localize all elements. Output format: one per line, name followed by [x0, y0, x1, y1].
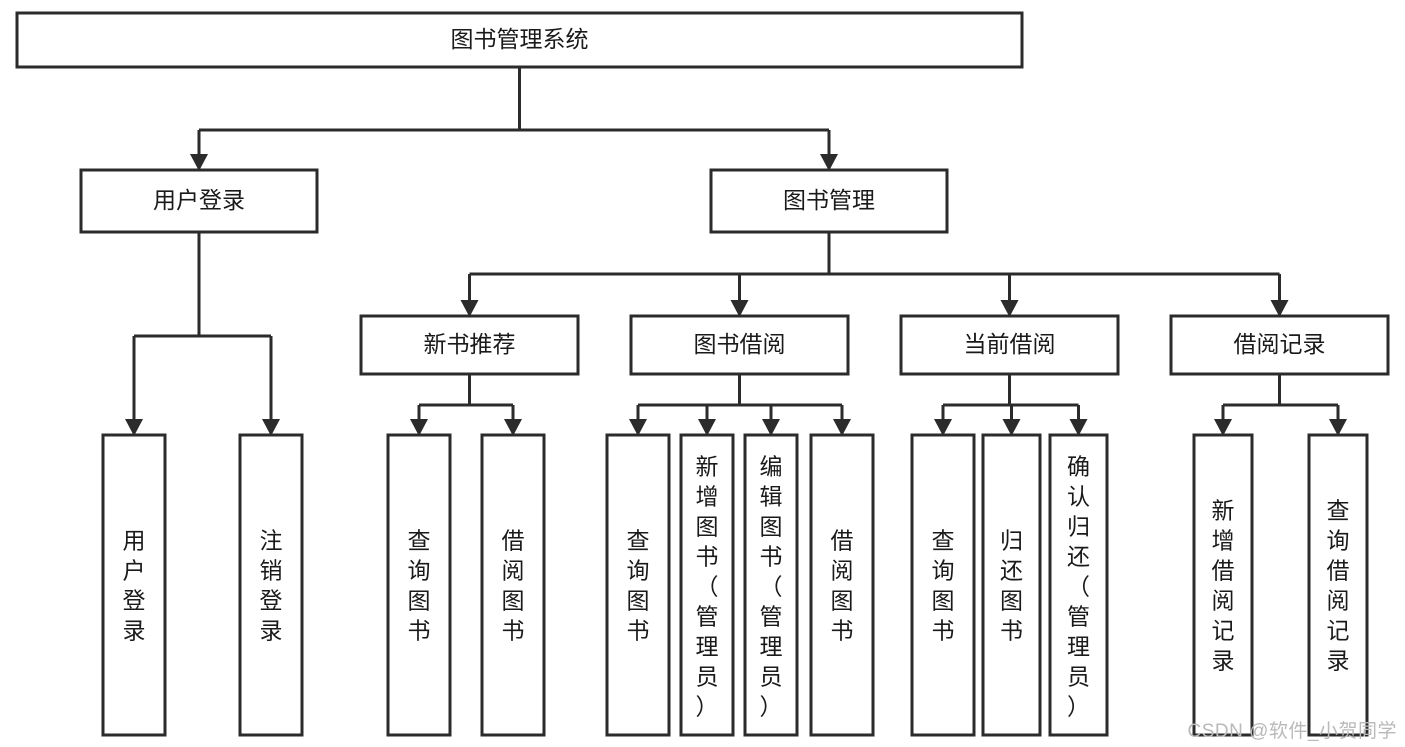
connector-lines-layer	[125, 67, 1347, 436]
node-box[interactable]	[101, 433, 167, 737]
node-leaf-logout[interactable]: 注销登录	[238, 433, 304, 737]
node-book-borrow[interactable]: 图书借阅	[629, 314, 850, 376]
node-label: 用户登录	[153, 187, 245, 213]
arrow-head-icon	[820, 154, 838, 171]
node-label: 图书借阅	[694, 331, 786, 357]
node-box[interactable]	[79, 168, 319, 234]
node-box[interactable]	[480, 433, 546, 737]
node-label: 查询图书	[627, 527, 650, 643]
node-label: 编辑图书（管理员）	[760, 453, 783, 719]
arrow-head-icon	[262, 419, 280, 436]
node-box[interactable]	[605, 433, 671, 737]
node-boxes-layer: 图书管理系统用户登录图书管理新书推荐图书借阅当前借阅借阅记录用户登录注销登录查询…	[15, 11, 1390, 737]
node-label: 新增图书（管理员）	[696, 453, 719, 719]
node-box[interactable]	[709, 168, 949, 234]
node-label: 新书推荐	[424, 331, 516, 357]
node-box[interactable]	[743, 433, 799, 737]
node-box[interactable]	[1307, 433, 1369, 737]
arrow-head-icon	[833, 419, 851, 436]
node-label: 图书管理系统	[451, 26, 589, 52]
connector-root-to-level2	[190, 67, 838, 171]
connector-borrow-to-leaves	[629, 374, 851, 436]
node-label: 借阅图书	[831, 527, 854, 643]
node-leaf-query-book-1[interactable]: 查询图书	[386, 433, 452, 737]
node-label: 确认归还（管理员）	[1067, 453, 1090, 719]
node-leaf-query-book-2[interactable]: 查询图书	[605, 433, 671, 737]
node-label: 当前借阅	[964, 331, 1056, 357]
connector-recommend-to-leaves	[410, 374, 522, 436]
node-box[interactable]	[359, 314, 580, 376]
arrow-head-icon	[934, 419, 952, 436]
node-leaf-query-book-3[interactable]: 查询图书	[910, 433, 976, 737]
arrow-head-icon	[460, 300, 479, 317]
node-borrow-record[interactable]: 借阅记录	[1169, 314, 1390, 376]
node-label: 归还图书	[1000, 527, 1023, 643]
arrow-head-icon	[190, 154, 208, 171]
node-new-book-recommend[interactable]: 新书推荐	[359, 314, 580, 376]
node-label: 图书管理	[783, 187, 875, 213]
node-leaf-borrow-book-2[interactable]: 借阅图书	[809, 433, 875, 737]
node-box[interactable]	[629, 314, 850, 376]
node-label: 注销登录	[260, 527, 283, 643]
node-box[interactable]	[15, 11, 1024, 69]
arrow-head-icon	[762, 419, 780, 436]
node-label: 借阅图书	[502, 527, 525, 643]
node-box[interactable]	[1192, 433, 1254, 737]
node-leaf-borrow-book-1[interactable]: 借阅图书	[480, 433, 546, 737]
arrow-head-icon	[698, 419, 716, 436]
node-user-login[interactable]: 用户登录	[79, 168, 319, 234]
node-book-manage[interactable]: 图书管理	[709, 168, 949, 234]
connector-current-to-leaves	[934, 374, 1088, 436]
node-leaf-return-book[interactable]: 归还图书	[981, 433, 1042, 737]
arrow-head-icon	[1329, 419, 1347, 436]
node-leaf-query-borrow-record[interactable]: 查询借阅记录	[1307, 433, 1369, 737]
connector-user-login-to-leaves	[125, 232, 280, 436]
node-leaf-edit-book-admin[interactable]: 编辑图书（管理员）	[743, 433, 799, 737]
node-box[interactable]	[238, 433, 304, 737]
arrow-head-icon	[1270, 300, 1289, 317]
node-box[interactable]	[981, 433, 1042, 737]
connector-record-to-leaves	[1214, 374, 1347, 436]
node-box[interactable]	[1169, 314, 1390, 376]
arrow-head-icon	[1069, 419, 1088, 436]
arrow-head-icon	[730, 300, 749, 317]
node-label: 查询图书	[408, 527, 431, 643]
node-box[interactable]	[899, 314, 1120, 376]
node-box[interactable]	[386, 433, 452, 737]
arrow-head-icon	[125, 419, 143, 436]
node-leaf-add-book-admin[interactable]: 新增图书（管理员）	[679, 433, 735, 737]
arrow-head-icon	[629, 419, 647, 436]
node-leaf-confirm-return-admin[interactable]: 确认归还（管理员）	[1048, 433, 1109, 737]
node-box[interactable]	[679, 433, 735, 737]
node-label: 新增借阅记录	[1212, 497, 1235, 673]
arrow-head-icon	[1000, 300, 1019, 317]
node-root[interactable]: 图书管理系统	[15, 11, 1024, 69]
node-leaf-user-login[interactable]: 用户登录	[101, 433, 167, 737]
node-box[interactable]	[1048, 433, 1109, 737]
node-box[interactable]	[809, 433, 875, 737]
arrow-head-icon	[1214, 419, 1232, 436]
node-label: 查询借阅记录	[1327, 497, 1350, 673]
node-label: 用户登录	[123, 527, 146, 643]
node-box[interactable]	[910, 433, 976, 737]
arrow-head-icon	[1002, 419, 1021, 436]
connector-book-manage-to-level3	[460, 232, 1289, 317]
node-leaf-add-borrow-record[interactable]: 新增借阅记录	[1192, 433, 1254, 737]
arrow-head-icon	[410, 419, 428, 436]
node-label: 查询图书	[932, 527, 955, 643]
arrow-head-icon	[504, 419, 522, 436]
node-current-borrow[interactable]: 当前借阅	[899, 314, 1120, 376]
node-label: 借阅记录	[1234, 331, 1326, 357]
